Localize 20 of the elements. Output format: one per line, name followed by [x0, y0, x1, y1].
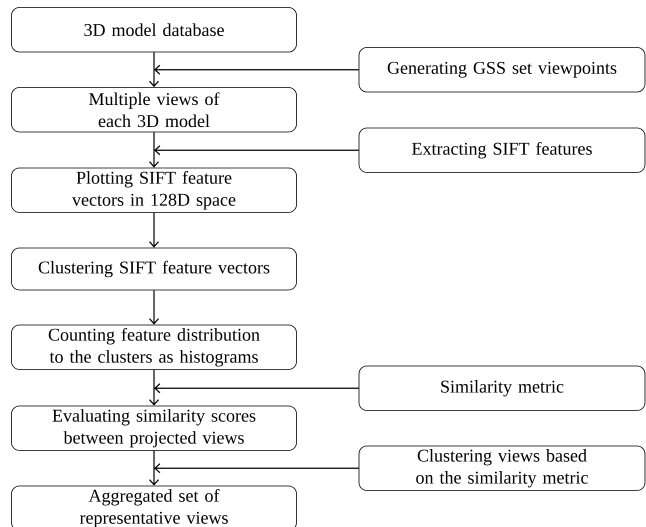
- process-box: Plotting SIFT feature vectors in 128D space: [11, 168, 297, 213]
- arrow: [149, 450, 159, 486]
- input-box: Clustering views based on the similarity metric: [358, 446, 646, 491]
- process-box: Clustering SIFT feature vectors: [11, 248, 297, 290]
- process-box: Multiple views of each 3D model: [11, 87, 297, 132]
- arrow: [149, 132, 159, 168]
- process-box: Counting feature distribution to the clusters as histograms: [11, 324, 297, 370]
- process-box: 3D model database: [11, 7, 297, 52]
- arrow: [154, 64, 359, 75]
- arrow: [149, 370, 159, 406]
- arrow: [154, 463, 359, 474]
- arrow: [149, 212, 159, 248]
- input-box: Similarity metric: [358, 366, 646, 411]
- input-box: Extracting SIFT features: [358, 128, 646, 173]
- arrow: [154, 145, 359, 156]
- arrow: [154, 383, 359, 394]
- process-box: Evaluating similarity scores between projected views: [11, 406, 297, 451]
- arrow: [149, 290, 159, 325]
- input-box: Generating GSS set viewpoints: [358, 47, 646, 92]
- arrow: [149, 52, 159, 88]
